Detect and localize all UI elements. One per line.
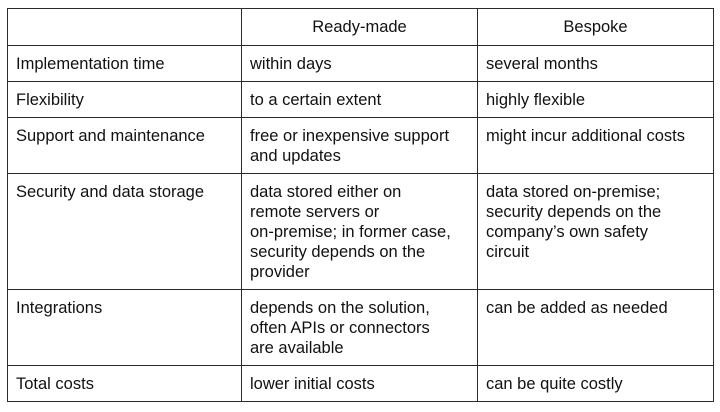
table-row: Total costs lower initial costs can be q…	[7, 365, 714, 402]
ready-made-cell: lower initial costs	[241, 365, 478, 402]
table-row: Security and data storage data stored ei…	[7, 173, 714, 290]
ready-made-cell: depends on the solution, often APIs or c…	[241, 289, 478, 366]
bespoke-cell: highly flexible	[477, 81, 714, 118]
table-row: Support and maintenance free or inexpens…	[7, 117, 714, 174]
ready-made-cell: free or inexpensive support and updates	[241, 117, 478, 174]
row-label: Support and maintenance	[7, 117, 242, 174]
bespoke-cell: data stored on-premise; security depends…	[477, 173, 714, 290]
table-row: Integrations depends on the solution, of…	[7, 289, 714, 366]
row-label: Flexibility	[7, 81, 242, 118]
row-label: Security and data storage	[7, 173, 242, 290]
row-label: Total costs	[7, 365, 242, 402]
header-ready-made: Ready-made	[241, 8, 478, 46]
row-label: Integrations	[7, 289, 242, 366]
table-row: Implementation time within days several …	[7, 45, 714, 82]
bespoke-cell: might incur additional costs	[477, 117, 714, 174]
table-header-row: Ready-made Bespoke	[7, 8, 714, 46]
ready-made-cell: to a certain extent	[241, 81, 478, 118]
comparison-table: Ready-made Bespoke Implementation time w…	[7, 8, 714, 402]
ready-made-cell: within days	[241, 45, 478, 82]
row-label: Implementation time	[7, 45, 242, 82]
header-bespoke: Bespoke	[477, 8, 714, 46]
bespoke-cell: can be added as needed	[477, 289, 714, 366]
comparison-table-container: Ready-made Bespoke Implementation time w…	[7, 8, 714, 402]
bespoke-cell: can be quite costly	[477, 365, 714, 402]
table-row: Flexibility to a certain extent highly f…	[7, 81, 714, 118]
header-empty-cell	[7, 8, 242, 46]
ready-made-cell: data stored either on remote servers or …	[241, 173, 478, 290]
bespoke-cell: several months	[477, 45, 714, 82]
